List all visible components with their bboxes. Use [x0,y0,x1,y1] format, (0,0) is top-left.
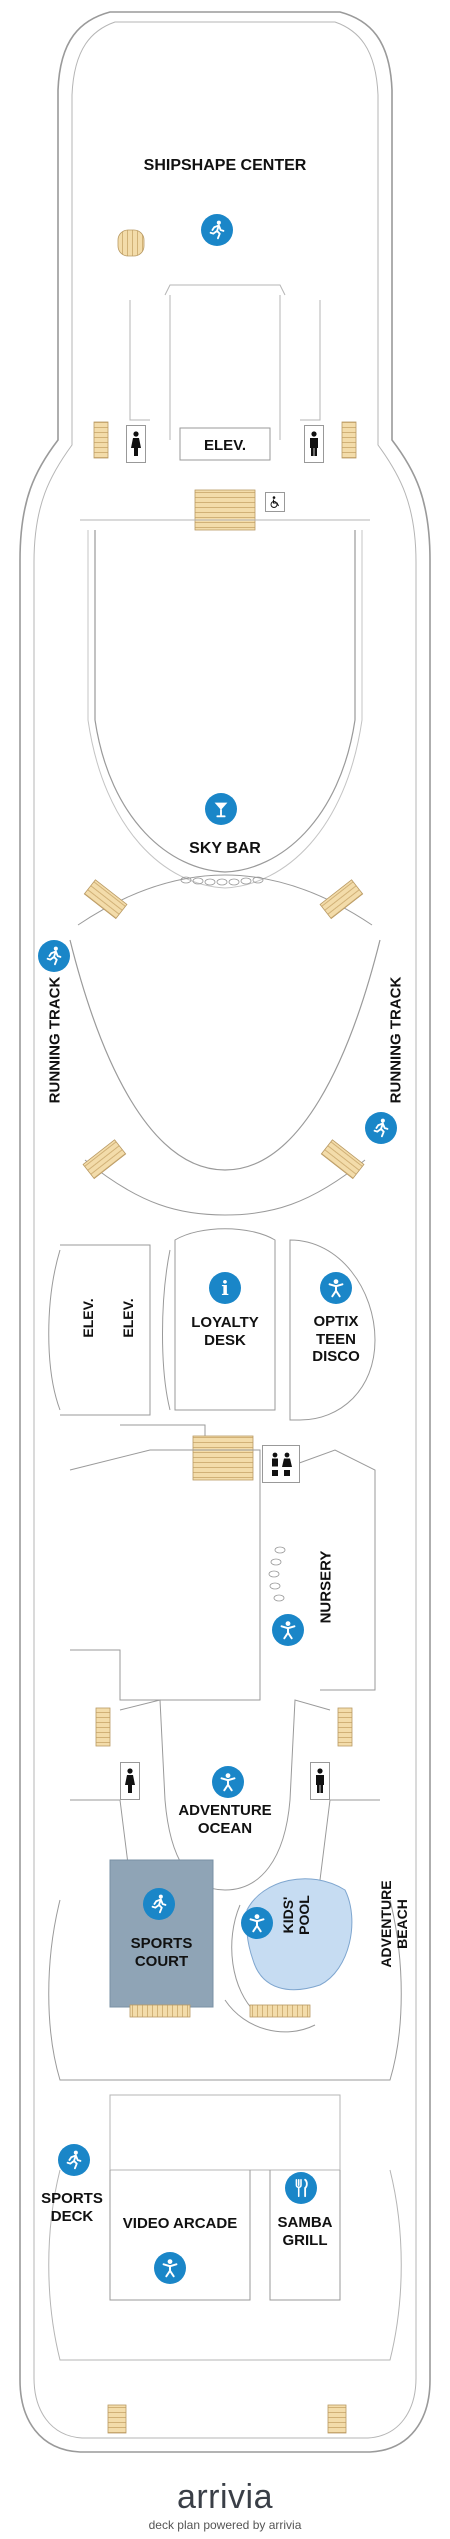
stairs [249,2004,311,2018]
child-icon[interactable] [241,1907,273,1939]
samba-grill-label: SAMBA GRILL [277,2214,333,2249]
restroom-icon [262,1445,300,1483]
fork-knife-icon[interactable] [285,2172,317,2204]
running-person-icon[interactable] [201,214,233,246]
running-track-left-label: RUNNING TRACK [46,976,64,1104]
man-restroom-icon [310,1762,330,1800]
footer-caption: deck plan powered by arrivia [148,2518,302,2532]
track-top [77,874,373,926]
child-icon[interactable] [212,1766,244,1798]
child-icon[interactable] [272,1614,304,1646]
stairs [319,879,364,920]
stairs [117,229,145,257]
cocktail-glass-icon[interactable] [205,793,237,825]
arrivia-logo: arrivia [176,2478,274,2516]
man-restroom-icon [304,425,324,463]
running-track-right-label: RUNNING TRACK [387,976,405,1104]
stairs [320,1139,365,1180]
video-arcade-label: VIDEO ARCADE [122,2215,238,2232]
sports-deck-label: SPORTS DECK [41,2190,103,2225]
kids-pool [246,1878,353,1991]
woman-restroom-icon [120,1762,140,1800]
kids-pool-label: KIDS' POOL [279,1895,312,1935]
sky-bar-outline [94,530,356,873]
stairs [341,421,357,459]
stairs [327,2404,347,2434]
stairs [107,2404,127,2434]
stairs [82,1139,127,1180]
info-glyph: i [221,1276,229,1300]
wheelchair-icon [265,492,285,512]
sky-bar-label: SKY BAR [189,840,261,857]
nursery-label: NURSERY [317,1550,335,1624]
track-outer [69,939,381,1171]
information-icon[interactable]: i [209,1272,241,1304]
running-person-icon[interactable] [143,1888,175,1920]
stairs [95,1707,111,1747]
elevator-right-label: ELEV. [120,1298,136,1338]
adventure-ocean-label: ADVENTURE OCEAN [178,1802,272,1837]
running-person-icon[interactable] [58,2144,90,2176]
elevator-left-label: ELEV. [80,1298,96,1338]
stairs [192,1435,254,1481]
stairs [129,2004,191,2018]
optix-teen-disco-label: OPTIX TEEN DISCO [312,1313,360,1366]
child-icon[interactable] [320,1272,352,1304]
stairs [194,489,256,531]
sports-court [109,1859,214,2008]
adventure-beach-label: ADVENTURE BEACH [377,1880,410,1968]
stairs [83,879,128,920]
stairs [337,1707,353,1747]
child-icon[interactable] [154,2252,186,2284]
shipshape-center-label: SHIPSHAPE CENTER [143,157,307,174]
hull-inner [33,21,417,2439]
loyalty-desk-label: LOYALTY DESK [191,1314,259,1349]
elevator-label: ELEV. [204,437,246,454]
running-person-icon[interactable] [38,940,70,972]
running-person-icon[interactable] [365,1112,397,1144]
sports-court-label: SPORTS COURT [130,1935,193,1970]
woman-restroom-icon [126,425,146,463]
stairs [93,421,109,459]
hull-outer [19,11,431,2453]
